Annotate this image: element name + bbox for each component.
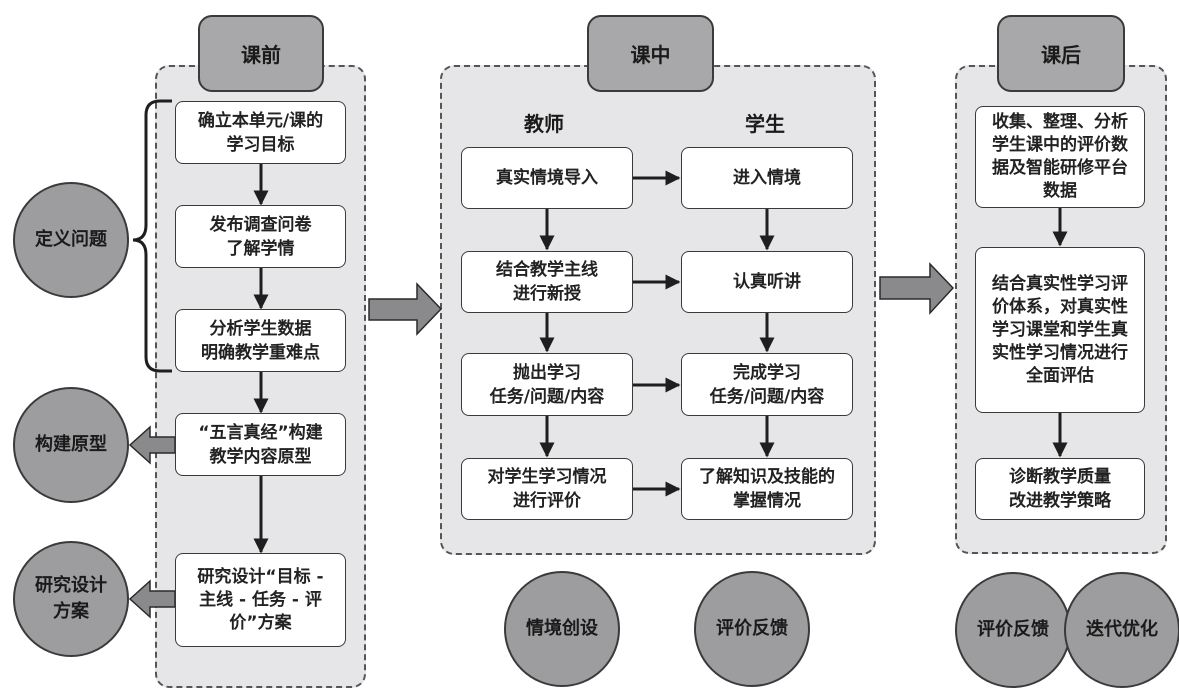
- post-step-improve: 诊断教学质量 改进教学策略: [975, 458, 1145, 520]
- outcome-build-prototype: 构建原型: [13, 387, 129, 503]
- outcome-evaluation-feedback-in-class: 评价反馈: [694, 571, 810, 687]
- pre-step-plan: 研究设计“目标 - 主线 - 任务 - 评 价”方案: [175, 553, 346, 647]
- phase-arrow-1: [368, 282, 443, 336]
- pre-step-goals: 确立本单元/课的 学习目标: [175, 101, 346, 164]
- outcome-scenario-creation: 情境创设: [504, 571, 620, 687]
- student-step-1: 进入情境: [681, 147, 853, 209]
- outcome-iterative-optimization: 迭代优化: [1064, 572, 1179, 688]
- outcome-design-plan: 研究设计 方案: [13, 541, 129, 657]
- outcome-evaluation-feedback-post: 评价反馈: [955, 572, 1071, 688]
- student-step-2: 认真听讲: [681, 251, 853, 313]
- pre-step-analyze: 分析学生数据 明确教学重难点: [175, 309, 346, 372]
- pre-step-survey: 发布调查问卷 了解学情: [175, 205, 346, 268]
- teacher-step-2: 结合教学主线 进行新授: [461, 251, 633, 313]
- in-class-tab: 课中: [587, 15, 714, 92]
- pre-step-prototype: “五言真经”构建 教学内容原型: [175, 413, 346, 476]
- teacher-step-3: 抛出学习 任务/问题/内容: [461, 353, 633, 416]
- post-step-evaluate: 结合真实性学习评 价体系，对真实性 学习课堂和学生真 实性学习情况进行 全面评估: [975, 247, 1145, 413]
- student-step-3: 完成学习 任务/问题/内容: [681, 353, 853, 416]
- teacher-step-4: 对学生学习情况 进行评价: [461, 458, 633, 520]
- teacher-step-1: 真实情境导入: [461, 147, 633, 209]
- pre-class-tab: 课前: [198, 15, 324, 92]
- post-step-collect: 收集、整理、分析 学生课中的评价数 据及智能研修平台 数据: [975, 106, 1145, 208]
- student-column-label: 学生: [745, 112, 785, 136]
- student-step-4: 了解知识及技能的 掌握情况: [681, 458, 853, 520]
- outcome-define-problem: 定义问题: [13, 182, 129, 298]
- phase-arrow-2: [879, 262, 955, 315]
- teacher-column-label: 教师: [524, 112, 564, 136]
- post-class-tab: 课后: [997, 15, 1125, 92]
